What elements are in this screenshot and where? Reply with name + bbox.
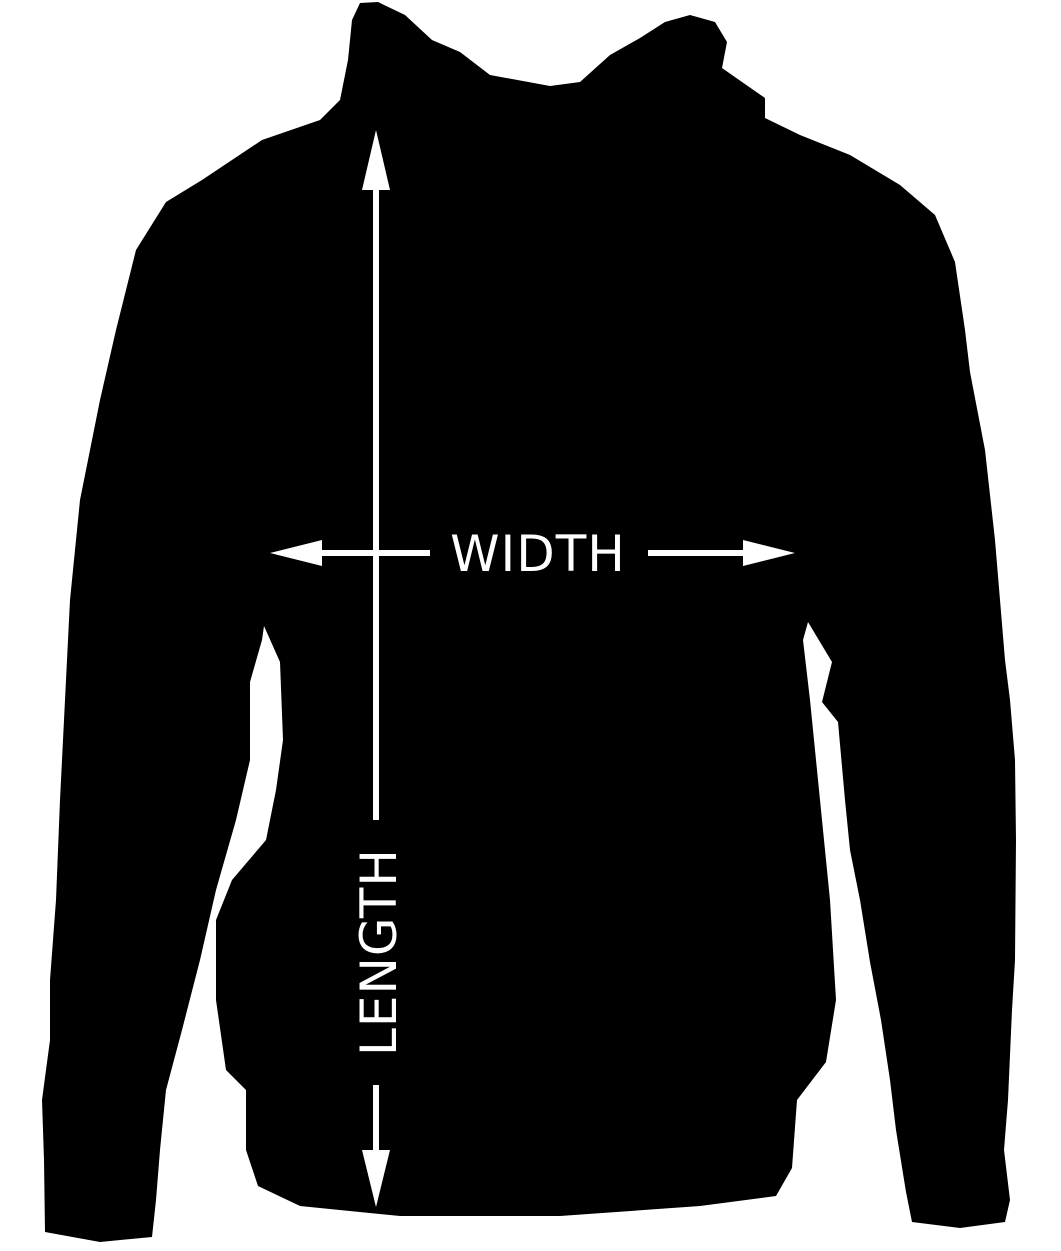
arrowhead-up-icon [362,130,390,190]
arrowhead-down-icon [362,1150,390,1207]
length-label: LENGTH [350,848,408,1056]
width-arrow [270,540,795,566]
width-label: WIDTH [450,525,626,583]
length-arrow [362,130,390,1207]
arrowhead-right-icon [743,540,795,566]
arrowhead-left-icon [270,540,322,566]
hoodie-silhouette [42,2,1016,1242]
